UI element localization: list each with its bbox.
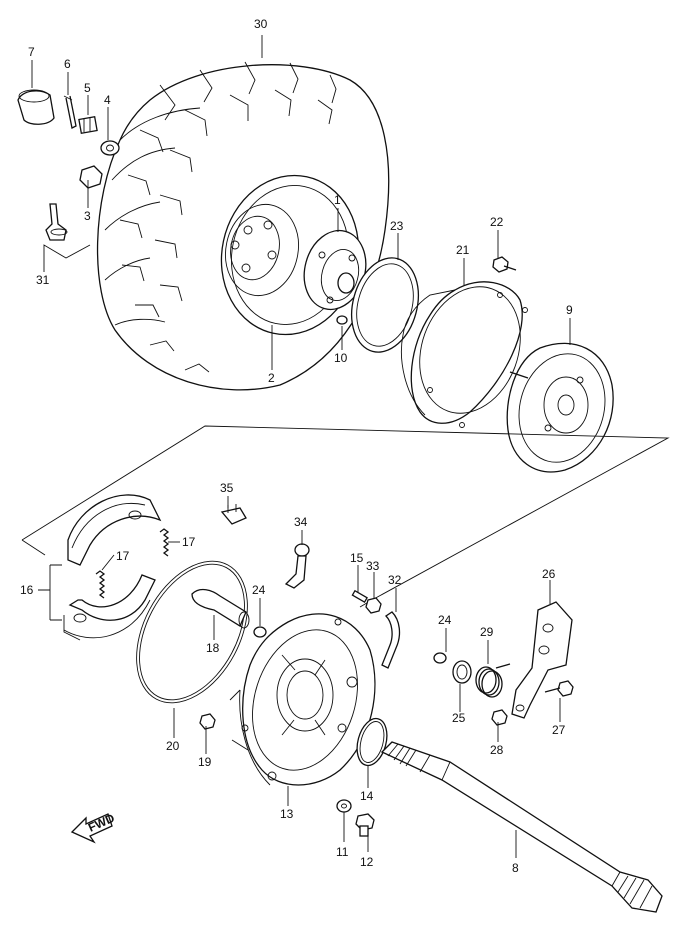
nut-28 [491, 709, 508, 726]
castle-nut-5 [78, 115, 98, 135]
callout-19: 19 [198, 755, 212, 769]
spring-17-upper [159, 528, 170, 557]
brake-panel-13 [229, 613, 376, 786]
washer-4 [100, 140, 120, 156]
brake-cover-21 [400, 281, 528, 428]
pin-15 [351, 589, 368, 603]
callout-17-upper: 17 [182, 535, 196, 549]
wheel-hub [303, 229, 367, 311]
callout-20: 20 [166, 739, 180, 753]
callout-30: 30 [254, 17, 268, 31]
callout-34: 34 [294, 515, 308, 529]
rear-axle-8 [380, 741, 663, 913]
bolt-27 [544, 680, 574, 697]
callout-26: 26 [542, 567, 556, 581]
callout-14: 14 [360, 789, 374, 803]
callout-32: 32 [388, 573, 402, 587]
valve-stem-31 [45, 203, 68, 241]
fwd-arrow-icon: FWD [70, 811, 117, 844]
callout-2: 2 [268, 371, 275, 385]
tire [96, 61, 390, 391]
return-spring-29 [475, 663, 511, 698]
nut-3 [79, 165, 103, 189]
callout-10: 10 [334, 351, 348, 365]
o-ring-10 [336, 315, 348, 325]
callout-24-left: 24 [252, 583, 266, 597]
bolt-19 [199, 713, 216, 730]
washer-24-right [433, 652, 447, 664]
o-ring-20 [136, 560, 248, 704]
callout-17-lower: 17 [116, 549, 130, 563]
callout-13: 13 [280, 807, 294, 821]
callout-9: 9 [566, 303, 573, 317]
callout-22: 22 [490, 215, 504, 229]
callout-28: 28 [490, 743, 504, 757]
callout-3: 3 [84, 209, 91, 223]
cotter-pin-6 [63, 95, 77, 129]
clip-35 [220, 504, 247, 525]
leader-lines [31, 35, 571, 858]
brake-drum-9 [506, 342, 614, 473]
drain-bolt-12 [355, 813, 375, 837]
callout-27: 27 [552, 723, 566, 737]
callout-4: 4 [104, 93, 111, 107]
callout-35: 35 [220, 481, 234, 495]
callout-8: 8 [512, 861, 519, 875]
brake-lever-34 [284, 543, 310, 589]
spring-17-lower [95, 570, 106, 599]
callout-31: 31 [36, 273, 50, 287]
nut-33 [365, 597, 382, 614]
callout-15: 15 [350, 551, 364, 565]
callout-29: 29 [480, 625, 494, 639]
callout-labels: 30 7 6 5 4 3 31 2 1 10 23 22 21 9 35 34 … [20, 17, 573, 875]
callout-25: 25 [452, 711, 466, 725]
callout-11: 11 [336, 845, 349, 859]
breather-hose-32 [381, 611, 401, 669]
callout-24-right: 24 [438, 613, 452, 627]
brake-arm-26 [511, 601, 573, 719]
callout-23: 23 [390, 219, 404, 233]
bolt-22 [492, 256, 517, 273]
callout-6: 6 [64, 57, 71, 71]
callout-7: 7 [28, 45, 35, 59]
washer-11 [336, 799, 352, 813]
callout-12: 12 [360, 855, 374, 869]
brake-camshaft-18 [191, 588, 250, 629]
o-ring-25 [452, 660, 472, 684]
brake-shoe-upper [67, 494, 162, 566]
callout-16: 16 [20, 583, 34, 597]
callout-33: 33 [366, 559, 380, 573]
washer-24-left [253, 626, 267, 638]
brake-shoe-lower [63, 574, 156, 641]
o-ring-23 [351, 257, 419, 353]
hub-cap-7 [17, 89, 55, 125]
callout-5: 5 [84, 81, 91, 95]
callout-21: 21 [456, 243, 470, 257]
assembly-frame-outline [21, 425, 670, 601]
callout-1: 1 [334, 193, 341, 207]
callout-18: 18 [206, 641, 220, 655]
